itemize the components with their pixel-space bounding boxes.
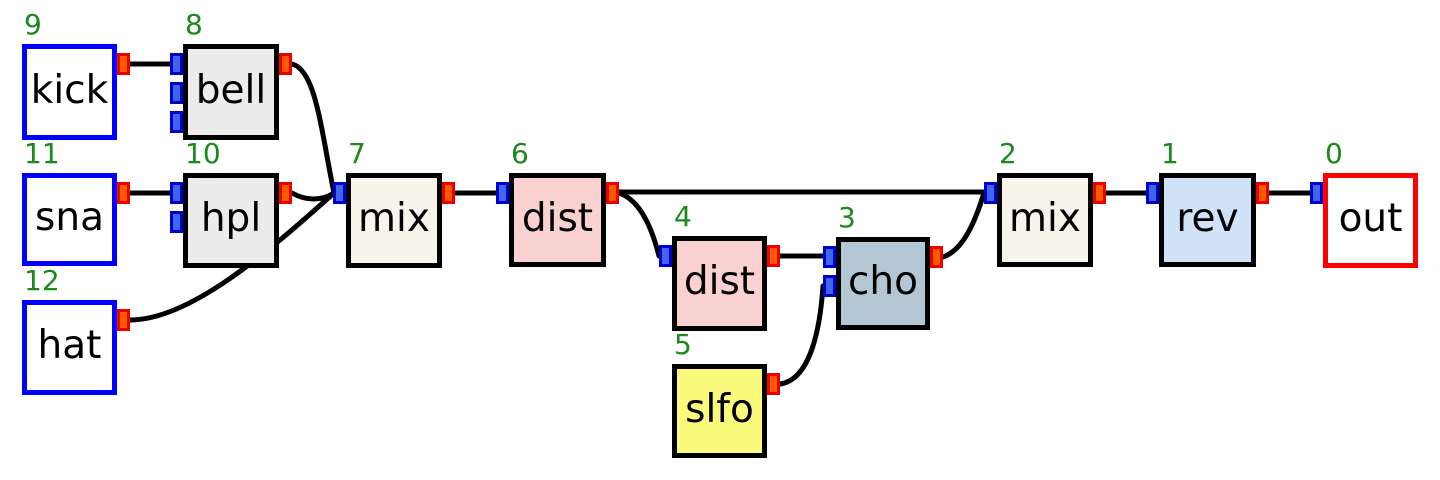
node-id-badge: 8 — [185, 8, 203, 41]
node-hat[interactable]: 12 hat — [22, 264, 130, 395]
node-label: rev — [1176, 195, 1239, 241]
node-sna[interactable]: 11 sna — [22, 137, 130, 266]
node-label: kick — [30, 67, 109, 113]
output-port[interactable] — [767, 245, 780, 267]
input-port-0[interactable] — [333, 182, 346, 204]
node-label: bell — [195, 67, 267, 113]
node-id-badge: 6 — [511, 137, 529, 170]
wire-dist6-to-dist4[interactable] — [616, 190, 662, 259]
node-hpl[interactable]: 10 hpl — [170, 137, 292, 268]
node-label: dist — [521, 195, 594, 241]
input-port-0[interactable] — [496, 182, 509, 204]
input-port-0[interactable] — [1146, 182, 1159, 204]
node-dist-6[interactable]: 6 dist — [496, 137, 619, 267]
output-port[interactable] — [279, 53, 292, 75]
node-id-badge: 9 — [24, 8, 42, 41]
input-port-0[interactable] — [1310, 182, 1323, 204]
node-label: cho — [847, 259, 919, 304]
node-id-badge: 4 — [674, 200, 692, 233]
input-port-0[interactable] — [984, 182, 997, 204]
input-port-0[interactable] — [170, 182, 183, 204]
input-port-0[interactable] — [659, 245, 672, 267]
node-id-badge: 12 — [24, 264, 60, 297]
input-port-0[interactable] — [823, 246, 836, 268]
output-port[interactable] — [1256, 182, 1269, 204]
output-port[interactable] — [117, 53, 130, 75]
node-label: hat — [37, 323, 102, 368]
node-slfo[interactable]: 5 slfo — [672, 328, 780, 458]
node-id-badge: 5 — [674, 328, 692, 361]
node-label: dist — [683, 259, 756, 304]
input-port-2[interactable] — [170, 111, 183, 133]
input-port-0[interactable] — [170, 53, 183, 75]
output-port[interactable] — [117, 309, 130, 331]
input-port-1[interactable] — [170, 82, 183, 104]
node-out[interactable]: 0 out — [1310, 137, 1418, 268]
node-label: mix — [358, 196, 430, 241]
output-port[interactable] — [279, 182, 292, 204]
node-dist-4[interactable]: 4 dist — [659, 200, 780, 331]
wire-cho-to-mix2[interactable] — [940, 190, 987, 260]
input-port-1[interactable] — [170, 211, 183, 233]
node-id-badge: 0 — [1325, 137, 1343, 170]
node-label: sna — [35, 195, 104, 240]
wire-slfo-to-cho[interactable] — [777, 283, 826, 387]
node-kick[interactable]: 9 kick — [22, 8, 130, 140]
node-mix-2[interactable]: 2 mix — [984, 137, 1106, 267]
wire-bell-to-mix7[interactable] — [289, 61, 337, 196]
node-id-badge: 11 — [24, 137, 60, 170]
node-label: out — [1338, 196, 1403, 241]
node-bell[interactable]: 8 bell — [170, 8, 292, 140]
node-label: mix — [1009, 195, 1081, 241]
output-port[interactable] — [930, 246, 943, 268]
node-id-badge: 7 — [348, 137, 366, 170]
node-id-badge: 2 — [999, 137, 1017, 170]
output-port[interactable] — [442, 182, 455, 204]
node-label: hpl — [200, 196, 262, 241]
wire-hat-to-mix7[interactable] — [127, 190, 337, 323]
output-port[interactable] — [606, 182, 619, 204]
node-mix-7[interactable]: 7 mix — [333, 137, 455, 268]
wire-hpl-to-mix7[interactable] — [289, 190, 337, 202]
output-port[interactable] — [767, 373, 780, 395]
node-label: slfo — [685, 386, 754, 432]
node-id-badge: 3 — [838, 201, 856, 234]
node-id-badge: 1 — [1161, 137, 1179, 170]
node-cho[interactable]: 3 cho — [823, 201, 943, 330]
output-port[interactable] — [117, 182, 130, 204]
node-rev[interactable]: 1 rev — [1146, 137, 1269, 267]
node-id-badge: 10 — [185, 137, 221, 170]
output-port[interactable] — [1093, 182, 1106, 204]
input-port-1[interactable] — [823, 275, 836, 297]
